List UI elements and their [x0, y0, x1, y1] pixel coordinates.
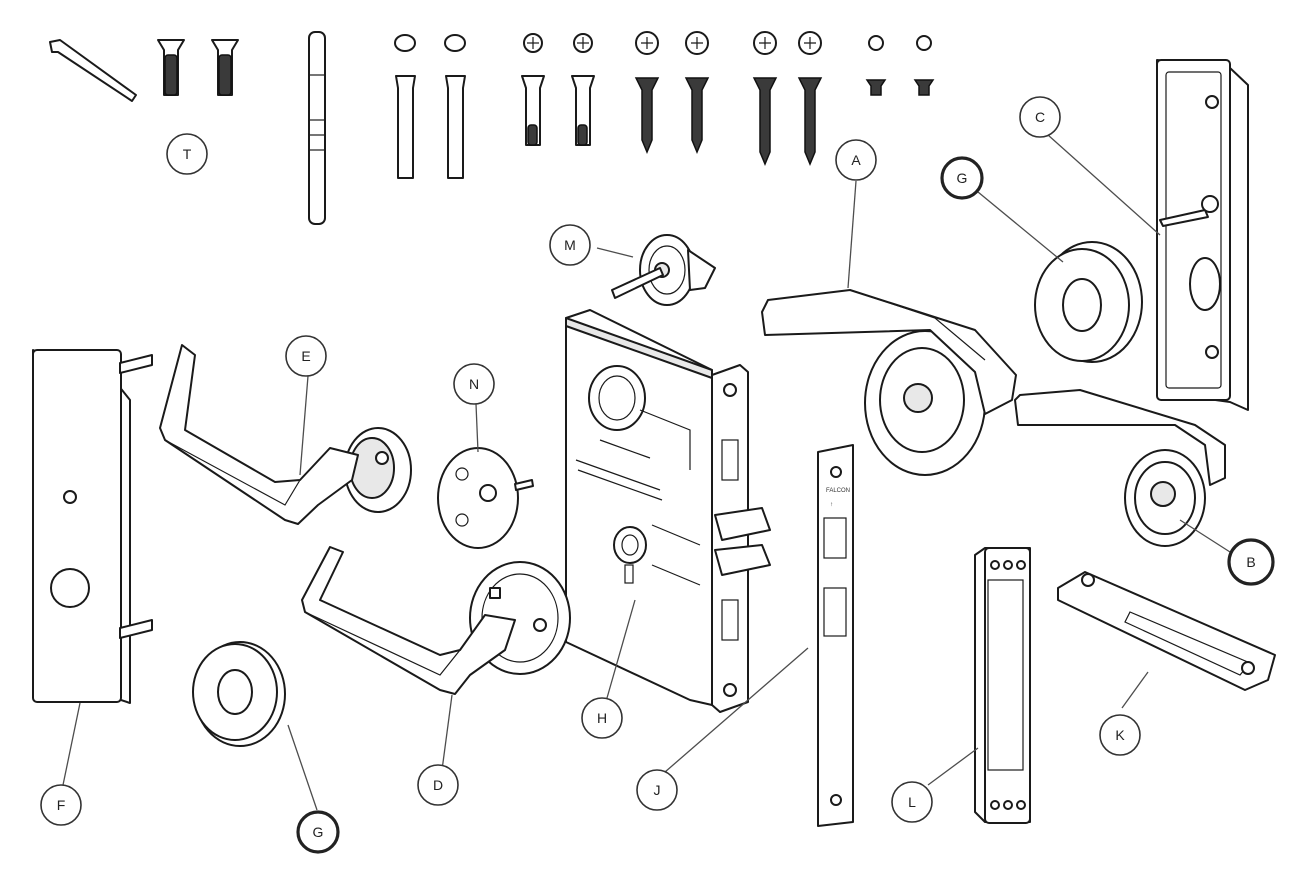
svg-text:↑: ↑ — [830, 502, 833, 508]
callout-C: C — [1019, 96, 1061, 138]
callout-M: M — [549, 224, 591, 266]
callout-G-lower-label: G — [313, 824, 324, 840]
callout-T-label: T — [183, 146, 192, 162]
callout-G-upper: G — [940, 156, 984, 200]
strike-box — [974, 547, 1031, 824]
leader-L — [927, 747, 979, 786]
outside-escutcheon-plate — [1156, 59, 1249, 411]
callout-E-label: E — [301, 348, 310, 364]
hex-key — [49, 39, 137, 102]
leader-M — [596, 247, 634, 258]
leader-F — [62, 702, 81, 786]
callout-D: D — [417, 764, 459, 806]
callout-E: E — [285, 335, 327, 377]
set-screw-1 — [157, 39, 185, 96]
callout-N: N — [453, 363, 495, 405]
callout-K-label: K — [1115, 727, 1125, 743]
callout-F-label: F — [57, 797, 66, 813]
callout-T: T — [166, 133, 208, 175]
callout-B: B — [1227, 538, 1275, 586]
callout-K: K — [1099, 714, 1141, 756]
leader-K — [1121, 671, 1149, 709]
leader-G1 — [977, 191, 1064, 263]
thru-bolts — [394, 34, 466, 179]
callout-A-label: A — [851, 152, 861, 168]
callout-J-label: J — [654, 782, 661, 798]
leader-D — [441, 694, 453, 771]
inside-escutcheon-plate — [32, 349, 153, 704]
callout-B-label: B — [1246, 554, 1255, 570]
callout-H-label: H — [597, 710, 607, 726]
callout-J: J — [636, 769, 678, 811]
callout-L: L — [891, 781, 933, 823]
rose-ring-upper — [1034, 241, 1143, 363]
callout-N-label: N — [469, 376, 479, 392]
machine-screws — [865, 35, 935, 96]
mortise-lock-body — [565, 309, 771, 713]
leader-J — [664, 647, 809, 773]
leader-lines — [62, 134, 1231, 811]
leader-B — [1179, 519, 1231, 553]
leader-E — [299, 375, 309, 476]
svg-text:FALCON: FALCON — [826, 488, 850, 494]
leader-G2 — [287, 724, 318, 811]
spindle — [308, 31, 326, 225]
leader-A — [847, 180, 857, 289]
callout-F: F — [40, 784, 82, 826]
cylinder-cam-m — [611, 234, 716, 306]
lever-handle-d — [301, 546, 571, 695]
lever-handle-inside — [1014, 389, 1226, 547]
strike-plate — [1057, 571, 1276, 691]
hardware-kit — [49, 31, 935, 225]
leader-N — [475, 403, 479, 453]
callout-G-lower: G — [296, 810, 340, 854]
callout-C-label: C — [1035, 109, 1045, 125]
set-screw-2 — [211, 39, 239, 96]
callout-M-label: M — [564, 237, 576, 253]
callout-L-label: L — [908, 794, 916, 810]
leader-H — [604, 599, 636, 706]
lever-handle-e — [159, 344, 412, 525]
pin-screws — [521, 33, 595, 146]
armored-front-plate: FALCON ↑ — [817, 444, 854, 827]
leader-C — [1047, 134, 1161, 236]
callout-D-label: D — [433, 777, 443, 793]
rose-ring-lower — [192, 641, 286, 747]
callout-G-upper-label: G — [957, 170, 968, 186]
spacer-disc-n — [437, 447, 534, 549]
callout-A: A — [835, 139, 877, 181]
lever-handle-outside — [761, 289, 1017, 476]
callout-H: H — [581, 697, 623, 739]
wood-screws — [634, 31, 823, 166]
